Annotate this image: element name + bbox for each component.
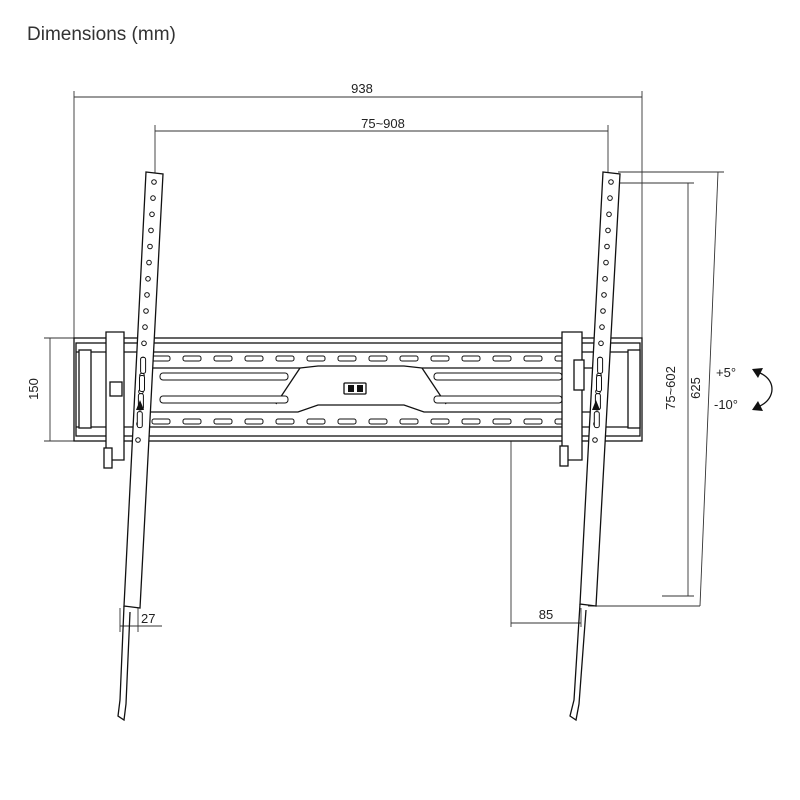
arm-hole: [603, 259, 609, 266]
arm-slot: [136, 411, 143, 429]
tilt-arrow-head-bottom: [752, 401, 763, 411]
plate-slot: [368, 418, 388, 425]
plate-slot: [461, 418, 481, 425]
dimension-lines: [44, 91, 724, 632]
arm-hole: [146, 259, 152, 266]
arm-slot: [593, 411, 600, 429]
arm-slot: [597, 356, 604, 374]
arm-slot: [139, 375, 145, 392]
page-title: Dimensions (mm): [27, 24, 176, 45]
dim-wall-depth: 85: [539, 607, 553, 622]
dim-arm-width: 27: [141, 611, 155, 626]
arm-hole: [142, 324, 148, 330]
plate-slot: [151, 418, 171, 425]
plate-slot: [430, 355, 450, 362]
arm-slot: [140, 356, 147, 374]
tilt-arrow-head-top: [752, 368, 763, 378]
arm-hole: [606, 211, 612, 218]
plate-slot: [492, 418, 512, 425]
plate-slot: [492, 355, 512, 362]
tilt-arrow-icon: [759, 372, 773, 407]
dim-plate-height: 150: [26, 378, 41, 400]
arm-hole: [600, 308, 606, 314]
arm-hole: [151, 179, 157, 185]
plate-slot: [306, 355, 326, 362]
dim-overall-width: 938: [351, 81, 373, 96]
plate-slot: [275, 355, 295, 362]
arm-slot: [596, 375, 602, 392]
plate-slot: [213, 355, 233, 362]
arm-hole: [141, 340, 147, 347]
tilt-up-label: +5°: [716, 365, 736, 380]
arm-hole: [135, 437, 141, 443]
plate-slot: [151, 355, 171, 362]
arm-hole: [608, 179, 614, 185]
dim-vesa-width: 75~908: [361, 116, 405, 131]
arm-hole: [605, 227, 611, 234]
plate-slot: [399, 418, 419, 425]
arm-hole: [607, 195, 613, 201]
left-arm: [103, 171, 164, 722]
dim-arm-height: 625: [688, 377, 703, 399]
plate-slot: [337, 355, 357, 362]
left-arm-holes: [135, 179, 157, 443]
plate-slot: [523, 355, 543, 362]
plate-slot: [182, 418, 202, 425]
plate-slot: [430, 418, 450, 425]
plate-slot: [213, 418, 233, 425]
plate-slot: [461, 355, 481, 362]
plate-slot: [182, 355, 202, 362]
tilt-down-label: -10°: [714, 397, 738, 412]
plate-slot: [523, 418, 543, 425]
plate-slot: [337, 418, 357, 425]
plate-slot: [244, 355, 264, 362]
plate-slot: [306, 418, 326, 425]
arm-hole: [599, 324, 605, 330]
plate-slot: [244, 418, 264, 425]
wall-plate: [73, 337, 643, 442]
plate-slot: [368, 355, 388, 362]
arm-hole: [604, 243, 610, 250]
arm-hole: [143, 308, 149, 314]
arm-hole: [145, 276, 151, 282]
arm-hole: [144, 292, 150, 298]
arm-hole: [602, 276, 608, 282]
dim-vesa-height: 75~602: [663, 366, 678, 410]
plate-slot: [275, 418, 295, 425]
right-arm: [559, 171, 621, 722]
plate-slot: [399, 355, 419, 362]
arm-hole: [149, 211, 155, 218]
arm-hole: [147, 243, 153, 250]
arm-hole: [601, 292, 607, 298]
arm-hole: [150, 195, 156, 201]
arm-hole: [598, 340, 604, 347]
arm-hole: [592, 437, 598, 443]
arm-hole: [148, 227, 154, 234]
